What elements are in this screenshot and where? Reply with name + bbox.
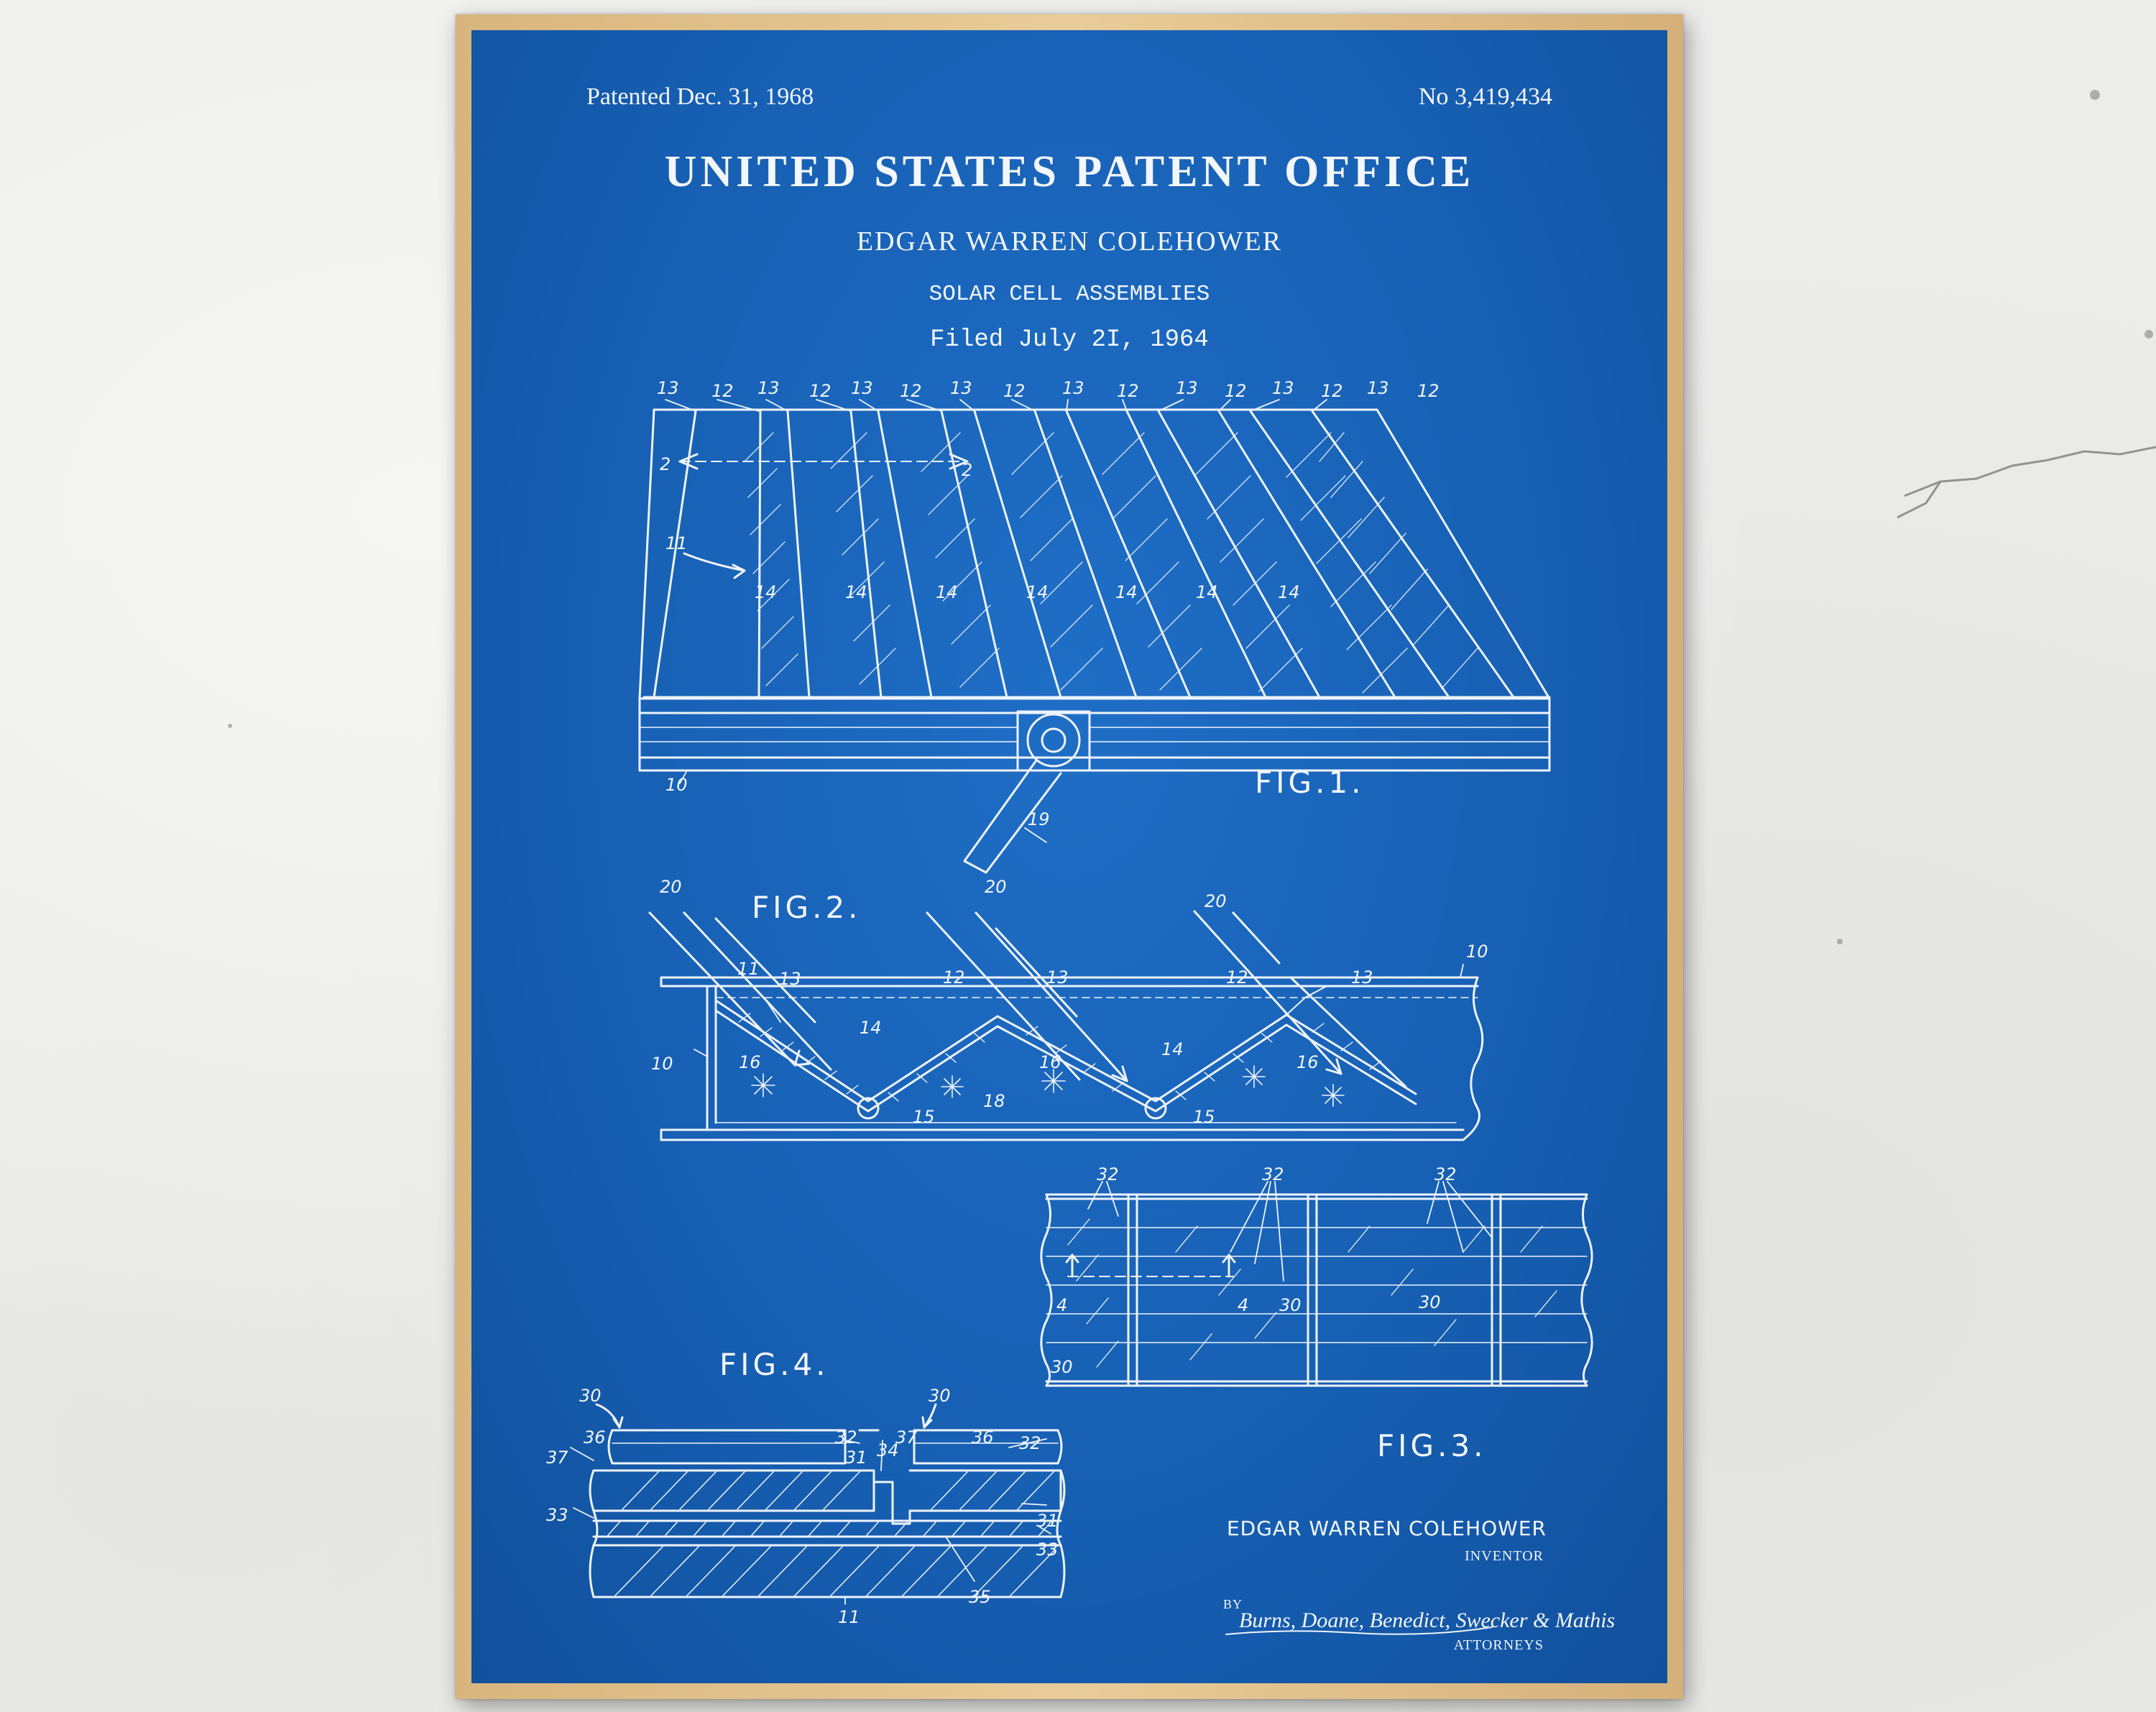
ref-label: 11	[838, 1607, 860, 1627]
ref-label: 12	[1226, 967, 1248, 988]
inventor-heading: EDGAR WARREN COLEHOWER	[856, 226, 1283, 257]
ref-label: 19	[1028, 809, 1050, 829]
ref-label: 13	[1272, 378, 1294, 398]
ref-label: 12	[809, 381, 831, 401]
ref-label: 32	[1019, 1433, 1041, 1453]
signature-flourish	[1225, 1626, 1493, 1635]
ref-label: 13	[1062, 378, 1084, 398]
fig1-drawing	[638, 399, 1551, 874]
ref-label: 31	[1036, 1511, 1059, 1531]
ref-label: 13	[950, 378, 972, 398]
ref-label: 13	[1351, 967, 1373, 988]
ref-label: 14	[1161, 1039, 1184, 1059]
ref-label: 36	[972, 1427, 994, 1448]
ref-label: 10	[651, 1054, 673, 1074]
inventor-role: INVENTOR	[1465, 1548, 1544, 1564]
ref-label: 13	[657, 378, 679, 398]
patent-number: No 3,419,434	[1418, 83, 1552, 110]
ref-label: 30	[929, 1386, 951, 1406]
ref-label: 10	[665, 775, 688, 795]
attorneys-signature: Burns, Doane, Benedict, Swecker & Mathis	[1239, 1609, 1616, 1632]
ref-label: 11	[665, 533, 688, 553]
ref-label: 32	[1097, 1164, 1119, 1184]
ref-label: 30	[1419, 1292, 1441, 1312]
ref-label: 4	[1056, 1295, 1068, 1315]
ref-label: 13	[779, 969, 801, 989]
ref-label: 33	[546, 1505, 568, 1525]
attorneys-role: ATTORNEYS	[1453, 1637, 1544, 1653]
ref-label: 20	[1204, 891, 1227, 911]
ref-label: 14	[1026, 582, 1049, 602]
ref-label: 32	[1434, 1164, 1457, 1184]
ref-label: 14	[936, 582, 958, 602]
ref-label: 20	[660, 877, 682, 897]
filed-date: Filed July 2I, 1964	[930, 326, 1209, 354]
fig4-drawing	[570, 1403, 1066, 1605]
ref-label: 16	[1296, 1052, 1319, 1072]
ref-label: 4	[1238, 1295, 1249, 1315]
ref-label: 14	[755, 582, 777, 602]
ref-label: 32	[835, 1427, 857, 1448]
ref-label: 13	[1176, 378, 1198, 398]
poster-frame: Patented Dec. 31, 1968 No 3,419,434 UNIT…	[456, 14, 1683, 1699]
by-label: BY	[1223, 1597, 1243, 1611]
ref-label: 12	[1225, 381, 1247, 401]
inventor-signature-name: EDGAR WARREN COLEHOWER	[1226, 1517, 1547, 1540]
ref-label: 20	[985, 877, 1007, 897]
fig3-drawing	[1040, 1181, 1593, 1387]
ref-label: 10	[1466, 942, 1488, 962]
ref-label: 12	[1321, 381, 1343, 401]
blueprint-poster: Patented Dec. 31, 1968 No 3,419,434 UNIT…	[471, 30, 1667, 1683]
ref-label: 12	[1117, 381, 1139, 401]
ref-label: 18	[983, 1091, 1005, 1111]
ref-label: 12	[1003, 381, 1026, 401]
ref-label: 13	[757, 378, 780, 398]
ref-label: 12	[711, 381, 734, 401]
ref-label: 13	[1046, 967, 1069, 988]
ref-label: 13	[851, 378, 873, 398]
ref-label: 14	[1196, 582, 1218, 602]
ref-label: 15	[913, 1107, 935, 1127]
fig2-drawing	[648, 910, 1484, 1141]
ref-label: 36	[584, 1427, 606, 1448]
ref-label: 16	[1039, 1052, 1061, 1072]
ref-label: 14	[1278, 582, 1300, 602]
ref-label: 11	[737, 959, 760, 979]
ref-label: 37	[895, 1427, 918, 1448]
ref-label: 30	[579, 1386, 602, 1406]
ref-label: 16	[739, 1052, 761, 1072]
ref-label: 14	[845, 582, 867, 602]
invention-title: SOLAR CELL ASSEMBLIES	[929, 282, 1210, 307]
fig1-label: FIG.1.	[1255, 765, 1365, 800]
fig4-label: FIG.4.	[719, 1347, 829, 1382]
ref-label: 12	[943, 967, 965, 988]
ref-label: 12	[900, 381, 922, 401]
ref-label: 2	[660, 454, 671, 474]
office-title: UNITED STATES PATENT OFFICE	[664, 147, 1475, 196]
fig3-label: FIG.3.	[1377, 1428, 1487, 1463]
ref-label: 15	[1193, 1107, 1215, 1127]
fig2-label: FIG.2.	[752, 890, 862, 925]
ref-label: 14	[1115, 582, 1138, 602]
ref-label: 14	[860, 1018, 882, 1038]
ref-label: 2	[962, 460, 973, 480]
ref-label: 33	[1036, 1540, 1059, 1560]
ref-label: 35	[969, 1587, 991, 1607]
ref-label: 37	[546, 1448, 568, 1468]
patented-date: Patented Dec. 31, 1968	[586, 83, 814, 110]
patent-drawings	[570, 399, 1593, 1635]
ref-label: 32	[1262, 1164, 1284, 1184]
ref-label: 30	[1279, 1295, 1302, 1315]
ref-label: 13	[1367, 378, 1389, 398]
ref-label: 31	[845, 1448, 867, 1468]
ref-label: 12	[1417, 381, 1439, 401]
ref-label: 34	[877, 1440, 899, 1460]
ref-label: 30	[1051, 1357, 1073, 1377]
